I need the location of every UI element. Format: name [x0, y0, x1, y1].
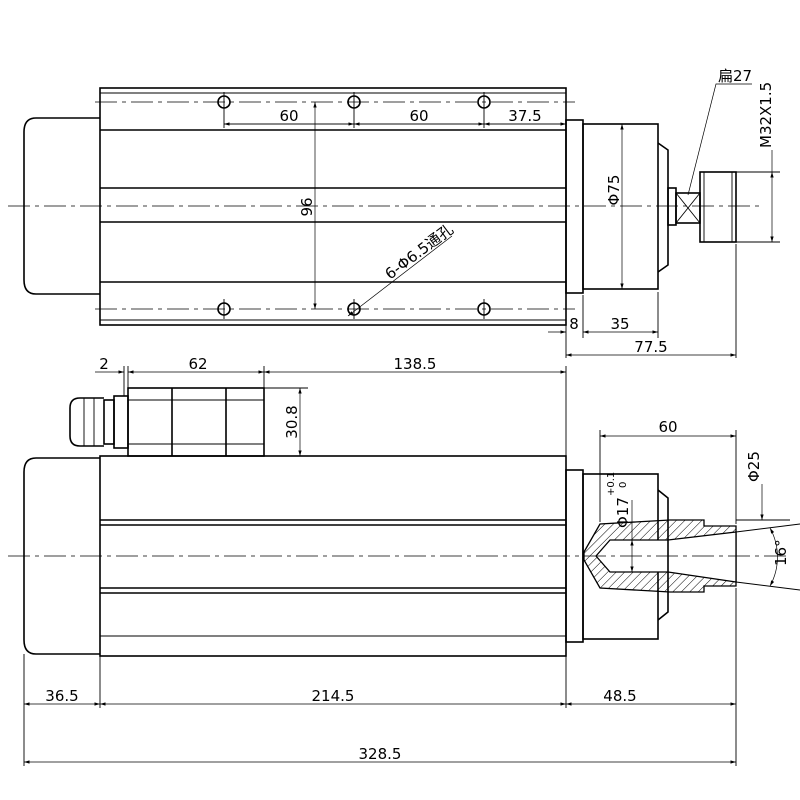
top-flange: [565, 119, 584, 294]
angle-16: 16°: [772, 539, 790, 566]
dim-phi25: Φ25: [745, 451, 763, 482]
junction-box: [127, 387, 265, 457]
dim-62: 62: [188, 355, 207, 373]
dim-30-8: 30.8: [283, 405, 301, 438]
tol-lower: 0: [618, 482, 629, 488]
dim-2: 2: [99, 355, 109, 373]
holes-callout: 6-Φ6.5通孔: [382, 220, 457, 283]
dim-60-b: 60: [409, 107, 428, 125]
cable-gland: [69, 397, 104, 447]
thread-m32: M32X1.5: [757, 82, 775, 148]
dim-138-5: 138.5: [394, 355, 437, 373]
dim-35: 35: [610, 315, 629, 333]
dim-77-5: 77.5: [634, 338, 667, 356]
dim-328-5: 328.5: [359, 745, 402, 763]
dim-37-5: 37.5: [508, 107, 541, 125]
side-view: 2 62 138.5 30.8 60 Φ25 Φ17 +0.1 0 16°: [8, 355, 800, 766]
tol-upper: +0.1: [606, 472, 617, 496]
top-collet-nut: [699, 171, 737, 243]
dim-36-5: 36.5: [45, 687, 78, 705]
dim-phi75: Φ75: [605, 175, 623, 206]
dim-phi17: Φ17: [614, 497, 632, 528]
flat-27-label: 扁27: [718, 67, 752, 85]
dim-60-c: 60: [658, 418, 677, 436]
top-body: [99, 87, 567, 326]
dim-214-5: 214.5: [312, 687, 355, 705]
top-view: 60 60 37.5 96 6-Φ6.5通孔 Φ75 扁27 M32X1.5 8…: [8, 67, 780, 358]
dim-48-5: 48.5: [603, 687, 636, 705]
top-nose: [582, 123, 659, 290]
dim-60-a: 60: [279, 107, 298, 125]
dim-8: 8: [569, 315, 579, 333]
dim-96: 96: [298, 197, 316, 216]
mount-holes: [95, 92, 575, 319]
